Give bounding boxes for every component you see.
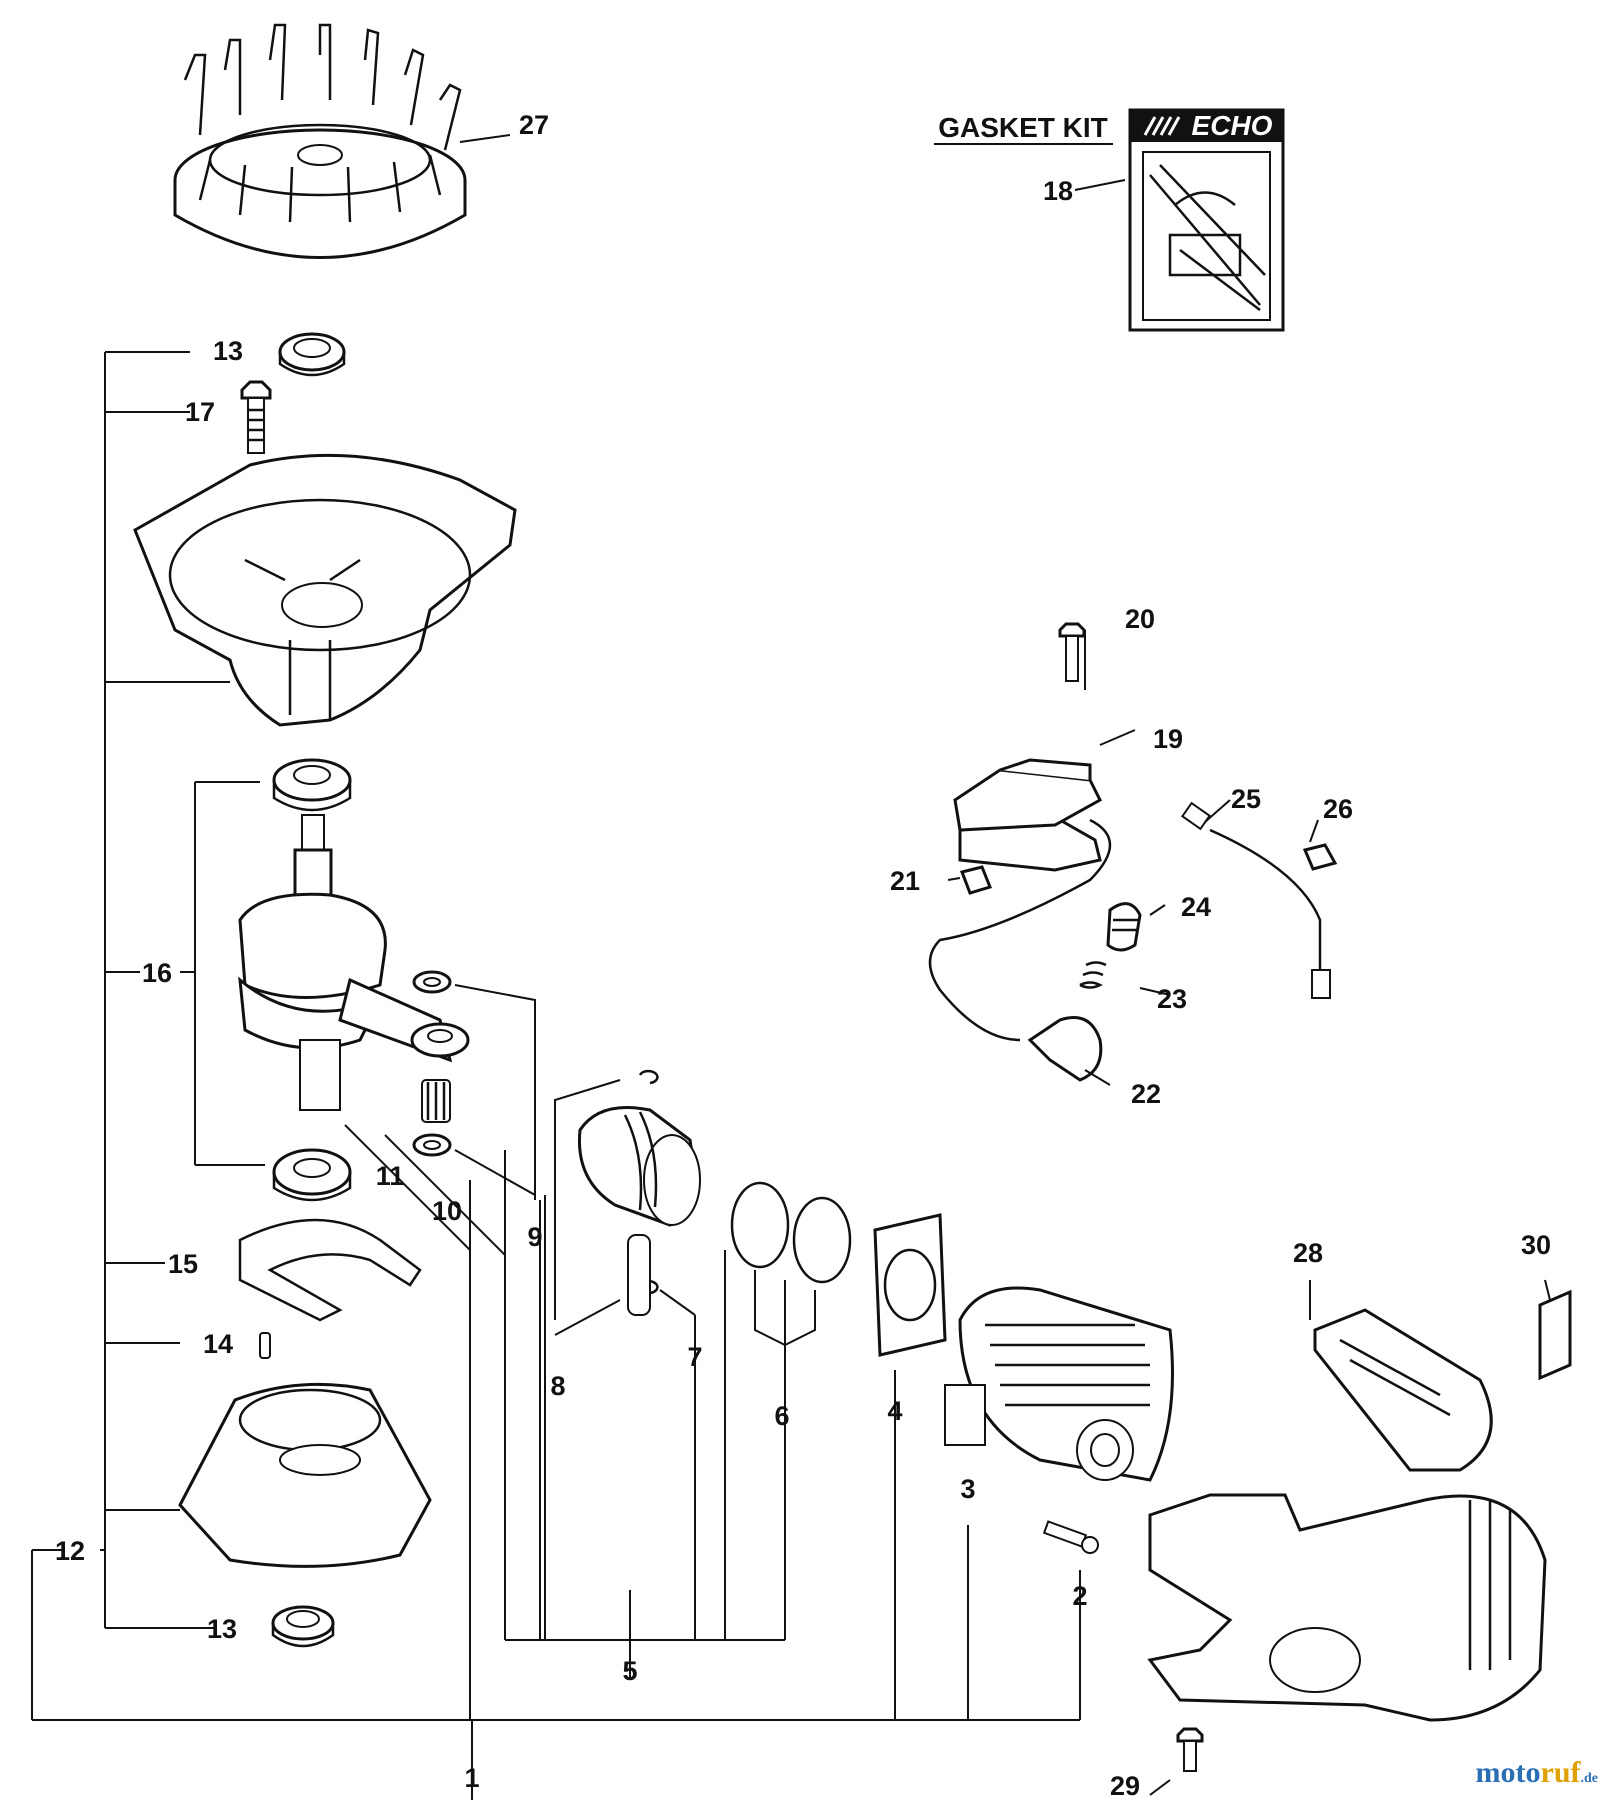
callout-10: 10 — [432, 1196, 462, 1226]
screw-29-part — [1176, 1727, 1204, 1772]
needle-bearing-part — [421, 1079, 451, 1123]
oil-seal-upper-part — [278, 332, 346, 377]
callout-17: 17 — [185, 397, 215, 427]
callout-30: 30 — [1521, 1230, 1551, 1260]
cylinder-gasket-part — [873, 1213, 947, 1357]
watermark: motoruf.de — [1475, 1756, 1598, 1789]
callout-18: 18 — [1043, 176, 1073, 206]
crankcase-lower-part — [178, 1382, 432, 1568]
clip-26-part — [1302, 843, 1338, 871]
callout-21: 21 — [890, 866, 920, 896]
callout-13-lower: 13 — [207, 1614, 237, 1644]
bolt-17-part — [240, 380, 272, 454]
gasket-plate-part — [238, 1218, 422, 1322]
callout-26: 26 — [1323, 794, 1353, 824]
clip-21-part — [959, 865, 993, 895]
wire-lead-part — [1181, 801, 1331, 999]
cylinder-part — [944, 1286, 1174, 1482]
label-30-part — [1538, 1289, 1572, 1381]
callout-1: 1 — [464, 1763, 479, 1793]
callout-2: 2 — [1072, 1581, 1087, 1611]
gasket-kit-part — [1128, 108, 1285, 332]
washer-part — [412, 970, 452, 1157]
screw-20-part — [1058, 622, 1086, 682]
callout-25: 25 — [1231, 784, 1261, 814]
callout-3: 3 — [960, 1474, 975, 1504]
echo-logo-stripes — [1143, 116, 1181, 136]
oil-seal-lower-part — [271, 1605, 335, 1648]
crankshaft-part — [238, 758, 470, 1202]
callout-5: 5 — [622, 1656, 637, 1686]
terminal-24-part — [1106, 902, 1142, 952]
callout-24: 24 — [1181, 892, 1211, 922]
callout-11: 11 — [376, 1161, 405, 1191]
callout-15: 15 — [168, 1249, 198, 1279]
ignition-coil-part — [928, 758, 1112, 1042]
spark-plug-cap-part — [1027, 1016, 1103, 1082]
piston-part — [577, 1106, 701, 1227]
spring-part — [1079, 961, 1107, 989]
piston-ring-part — [730, 1181, 852, 1284]
callout-22: 22 — [1131, 1079, 1161, 1109]
callout-16: 16 — [142, 958, 172, 988]
callout-27: 27 — [519, 110, 549, 140]
callout-20: 20 — [1125, 604, 1155, 634]
bolt-2-part — [1042, 1520, 1099, 1554]
callout-19: 19 — [1153, 724, 1183, 754]
echo-logo: ECHO — [1192, 110, 1273, 141]
callout-29: 29 — [1110, 1771, 1140, 1800]
callout-8: 8 — [550, 1371, 565, 1401]
callout-14: 14 — [203, 1329, 233, 1359]
callout-4: 4 — [887, 1396, 902, 1426]
gasket-kit-title: GASKET KIT — [938, 112, 1108, 143]
callout-28: 28 — [1293, 1238, 1323, 1268]
piston-pin-part — [627, 1234, 651, 1316]
flywheel-part — [173, 23, 467, 259]
callout-7: 7 — [687, 1342, 702, 1372]
callout-9: 9 — [527, 1222, 542, 1252]
callout-23: 23 — [1157, 984, 1187, 1014]
pin-part — [259, 1332, 271, 1359]
crankcase-upper-part — [133, 453, 517, 727]
callout-13-upper: 13 — [213, 336, 243, 366]
engine-cover-part — [1147, 1308, 1547, 1722]
callout-6: 6 — [774, 1401, 789, 1431]
callout-12: 12 — [55, 1536, 85, 1566]
leader-lines — [31, 134, 1551, 1800]
